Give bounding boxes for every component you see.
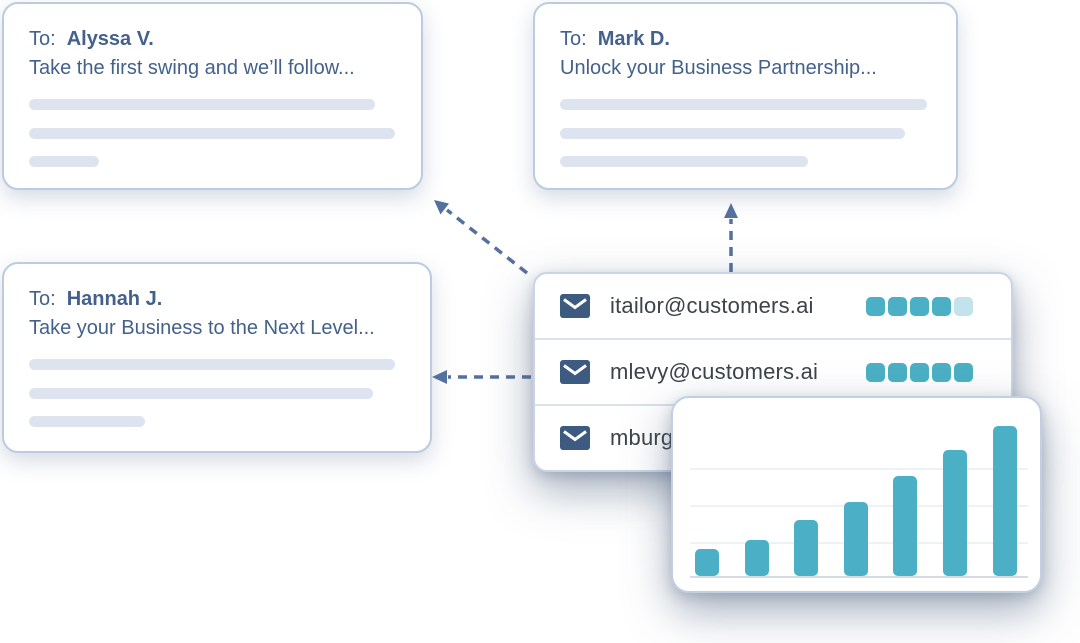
recipient-name: Alyssa V. <box>66 28 154 50</box>
arrow-to-mark-icon <box>724 203 738 272</box>
score-square-filled <box>932 296 951 316</box>
envelope-icon <box>560 426 590 450</box>
score-square-empty <box>954 296 973 316</box>
score-square-filled <box>932 362 951 382</box>
score-square-filled <box>866 296 885 316</box>
bar <box>794 520 819 576</box>
skeleton-text-line <box>29 99 375 110</box>
score-squares <box>866 362 973 382</box>
bar-plot <box>690 398 1028 578</box>
email-address: itailor@customers.ai <box>610 293 814 318</box>
to-label: To: <box>29 28 56 50</box>
skeleton-text-line <box>560 128 905 139</box>
email-address: mburg <box>610 425 674 450</box>
bar <box>843 502 868 576</box>
skeleton-text-line <box>29 359 395 370</box>
score-square-filled <box>954 362 973 382</box>
to-label: To: <box>29 288 56 310</box>
score-square-filled <box>888 296 907 316</box>
chart-baseline <box>690 576 1028 578</box>
recipient-name: Mark D. <box>597 28 670 50</box>
score-square-filled <box>910 362 929 382</box>
to-line: To: Alyssa V. <box>29 28 154 51</box>
subject-line: Unlock your Business Partnership... <box>560 57 877 79</box>
bar <box>893 476 918 576</box>
skeleton-text-line <box>29 156 99 167</box>
recipient-name: Hannah J. <box>66 288 163 310</box>
arrow-to-alyssa-icon <box>434 200 529 275</box>
score-square-filled <box>866 362 885 382</box>
bar <box>744 540 769 576</box>
gridline <box>690 468 1028 470</box>
to-line: To: Mark D. <box>560 28 670 51</box>
email-row[interactable]: itailor@customers.ai <box>535 274 1011 338</box>
score-square-filled <box>910 296 929 316</box>
envelope-icon <box>560 360 590 384</box>
bar <box>992 426 1017 576</box>
mail-preview-card-hannah[interactable]: To: Hannah J. Take your Business to the N… <box>2 262 432 453</box>
to-label: To: <box>560 28 587 50</box>
skeleton-text-line <box>560 156 808 167</box>
bar <box>943 450 967 576</box>
skeleton-text-line <box>560 99 927 110</box>
skeleton-text-line <box>29 388 373 399</box>
email-address: mlevy@customers.ai <box>610 359 819 384</box>
subject-line: Take the first swing and we’ll follow... <box>29 57 355 79</box>
subject-line: Take your Business to the Next Level... <box>29 317 375 339</box>
email-row[interactable]: mlevy@customers.ai <box>535 338 1011 404</box>
skeleton-text-line <box>29 128 395 139</box>
growth-chart-card <box>671 396 1042 593</box>
score-squares <box>866 296 973 316</box>
mail-preview-card-mark[interactable]: To: Mark D. Unlock your Business Partners… <box>533 2 958 190</box>
mail-preview-card-alyssa[interactable]: To: Alyssa V. Take the first swing and we… <box>2 2 423 190</box>
score-square-filled <box>888 362 907 382</box>
email-list: itailor@customers.ai mlevy@customers.ai … <box>535 274 1011 470</box>
skeleton-text-line <box>29 416 145 427</box>
bar <box>695 549 719 576</box>
envelope-icon <box>560 294 590 318</box>
to-line: To: Hannah J. <box>29 288 162 311</box>
arrow-to-hannah-icon <box>432 370 531 384</box>
